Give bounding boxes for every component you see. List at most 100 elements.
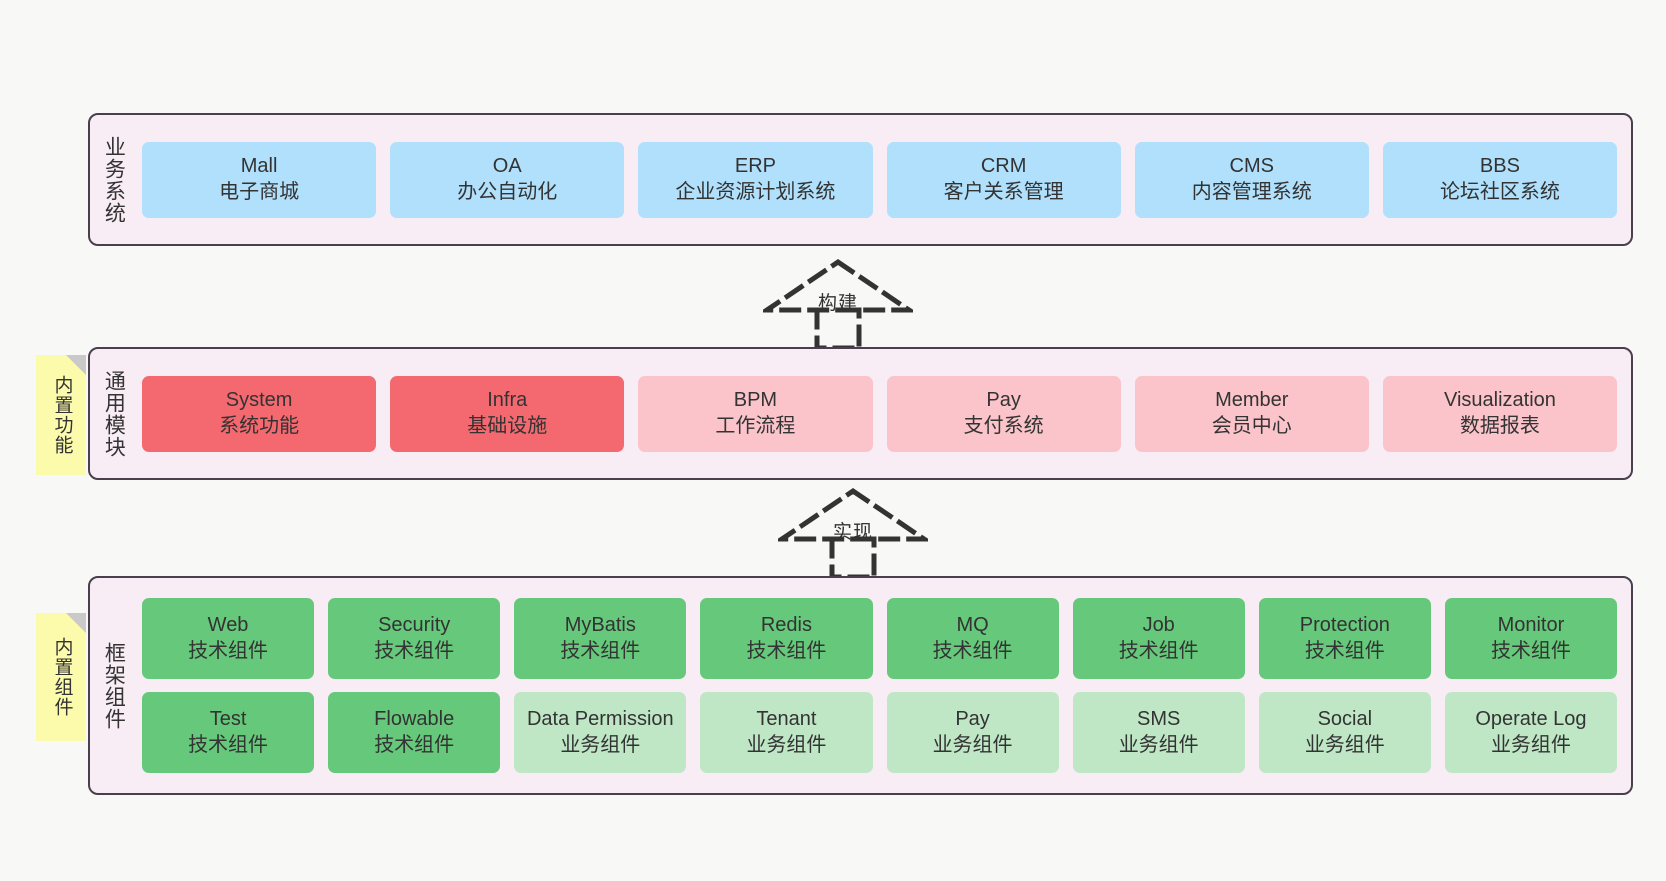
card-social[interactable]: Social 业务组件 xyxy=(1258,692,1431,773)
layer-common-modules: 通用模块 System 系统功能 Infra 基础设施 BPM 工作流程 Pay… xyxy=(88,347,1633,480)
card-member[interactable]: Member 会员中心 xyxy=(1134,375,1369,452)
card-oa[interactable]: OA 办公自动化 xyxy=(390,141,625,218)
card-pay-component[interactable]: Pay 业务组件 xyxy=(886,692,1059,773)
layer-body-business: Mall 电子商城 OA 办公自动化 ERP 企业资源计划系统 CRM 客户关系… xyxy=(136,115,1631,244)
card-title-en: Pay xyxy=(986,389,1021,412)
card-title-cn: 论坛社区系统 xyxy=(1439,180,1560,203)
card-monitor[interactable]: Monitor 技术组件 xyxy=(1444,598,1617,679)
card-title-en: Pay xyxy=(955,708,990,731)
card-security[interactable]: Security 技术组件 xyxy=(328,598,501,679)
card-title-en: Visualization xyxy=(1443,389,1556,412)
card-title-cn: 数据报表 xyxy=(1459,414,1540,437)
card-title-cn: 办公自动化 xyxy=(457,180,558,203)
card-pay-module[interactable]: Pay 支付系统 xyxy=(886,375,1121,452)
card-title-cn: 技术组件 xyxy=(1118,639,1199,662)
card-title-en: Flowable xyxy=(374,708,455,731)
card-mall[interactable]: Mall 电子商城 xyxy=(142,141,377,218)
card-title-cn: 技术组件 xyxy=(746,639,827,662)
card-title-cn: 业务组件 xyxy=(746,733,827,756)
layer-body-framework: Web 技术组件 Security 技术组件 MyBatis 技术组件 Redi… xyxy=(136,578,1631,793)
card-title-cn: 业务组件 xyxy=(1490,733,1571,756)
framework-row-technical: Web 技术组件 Security 技术组件 MyBatis 技术组件 Redi… xyxy=(142,598,1617,679)
card-title-cn: 业务组件 xyxy=(1118,733,1199,756)
card-mybatis[interactable]: MyBatis 技术组件 xyxy=(514,598,687,679)
card-title-en: BBS xyxy=(1479,155,1520,178)
card-title-cn: 技术组件 xyxy=(374,639,455,662)
card-tenant[interactable]: Tenant 业务组件 xyxy=(700,692,873,773)
layer-body-common: System 系统功能 Infra 基础设施 BPM 工作流程 Pay 支付系统… xyxy=(136,349,1631,478)
page-fold-icon xyxy=(66,613,86,633)
card-title-cn: 技术组件 xyxy=(1490,639,1571,662)
framework-row-business: Test 技术组件 Flowable 技术组件 Data Permission … xyxy=(142,692,1617,773)
card-title-cn: 业务组件 xyxy=(932,733,1013,756)
card-title-en: Data Permission xyxy=(526,708,674,731)
connector-label-build: 构建 xyxy=(817,293,858,314)
card-redis[interactable]: Redis 技术组件 xyxy=(700,598,873,679)
card-title-en: CMS xyxy=(1229,155,1274,178)
card-title-en: Member xyxy=(1215,389,1289,412)
card-infra[interactable]: Infra 基础设施 xyxy=(390,375,625,452)
sticky-note-label: 内置功能 xyxy=(51,375,73,455)
card-title-en: MyBatis xyxy=(564,614,636,637)
card-bpm[interactable]: BPM 工作流程 xyxy=(638,375,873,452)
layer-business-systems: 业务系统 Mall 电子商城 OA 办公自动化 ERP 企业资源计划系统 CRM… xyxy=(88,113,1633,246)
card-web[interactable]: Web 技术组件 xyxy=(142,598,315,679)
card-mq[interactable]: MQ 技术组件 xyxy=(886,598,1059,679)
card-operate-log[interactable]: Operate Log 业务组件 xyxy=(1444,692,1617,773)
card-title-en: Monitor xyxy=(1497,614,1565,637)
card-title-cn: 技术组件 xyxy=(188,639,269,662)
page-fold-icon xyxy=(66,355,86,375)
card-data-permission[interactable]: Data Permission 业务组件 xyxy=(514,692,687,773)
card-crm[interactable]: CRM 客户关系管理 xyxy=(886,141,1121,218)
card-job[interactable]: Job 技术组件 xyxy=(1072,598,1245,679)
card-title-cn: 基础设施 xyxy=(467,414,548,437)
card-title-en: ERP xyxy=(734,155,776,178)
card-system[interactable]: System 系统功能 xyxy=(142,375,377,452)
card-title-en: Job xyxy=(1142,614,1175,637)
card-erp[interactable]: ERP 企业资源计划系统 xyxy=(638,141,873,218)
layer-title-business: 业务系统 xyxy=(102,135,126,224)
card-title-cn: 业务组件 xyxy=(1304,733,1385,756)
card-title-en: Test xyxy=(209,708,247,731)
card-title-en: BPM xyxy=(733,389,778,412)
card-title-cn: 会员中心 xyxy=(1211,414,1292,437)
sticky-note-label: 内置组件 xyxy=(51,637,73,717)
card-title-en: Social xyxy=(1317,708,1373,731)
layer-title-framework: 框架组件 xyxy=(102,641,126,730)
layer-framework-components: 框架组件 Web 技术组件 Security 技术组件 MyBatis 技术组件… xyxy=(88,576,1633,795)
sticky-note-builtin-features: 内置功能 xyxy=(36,355,86,475)
card-title-cn: 技术组件 xyxy=(374,733,455,756)
card-cms[interactable]: CMS 内容管理系统 xyxy=(1134,141,1369,218)
card-title-en: Security xyxy=(378,614,451,637)
layer-title-common: 通用模块 xyxy=(102,369,126,458)
connector-build: 构建 xyxy=(763,258,913,350)
sticky-note-builtin-components: 内置组件 xyxy=(36,613,86,741)
card-title-en: Mall xyxy=(240,155,278,178)
card-title-cn: 业务组件 xyxy=(560,733,641,756)
card-title-cn: 系统功能 xyxy=(219,414,300,437)
card-title-cn: 客户关系管理 xyxy=(943,180,1064,203)
card-title-cn: 技术组件 xyxy=(560,639,641,662)
card-title-en: SMS xyxy=(1137,708,1181,731)
card-title-cn: 企业资源计划系统 xyxy=(675,180,836,203)
card-title-cn: 电子商城 xyxy=(219,180,300,203)
card-test[interactable]: Test 技术组件 xyxy=(142,692,315,773)
card-title-cn: 支付系统 xyxy=(963,414,1044,437)
card-title-en: System xyxy=(225,389,293,412)
card-title-en: MQ xyxy=(956,614,989,637)
card-title-en: Infra xyxy=(487,389,528,412)
card-title-en: OA xyxy=(492,155,522,178)
card-title-en: Operate Log xyxy=(1475,708,1587,731)
card-title-cn: 内容管理系统 xyxy=(1191,180,1312,203)
card-bbs[interactable]: BBS 论坛社区系统 xyxy=(1382,141,1618,218)
card-visualization[interactable]: Visualization 数据报表 xyxy=(1382,375,1618,452)
card-title-en: Web xyxy=(207,614,249,637)
card-flowable[interactable]: Flowable 技术组件 xyxy=(328,692,501,773)
card-title-en: CRM xyxy=(980,155,1027,178)
card-protection[interactable]: Protection 技术组件 xyxy=(1258,598,1431,679)
connector-implement: 实现 xyxy=(778,487,928,579)
card-title-cn: 工作流程 xyxy=(715,414,796,437)
card-sms[interactable]: SMS 业务组件 xyxy=(1072,692,1245,773)
card-title-en: Protection xyxy=(1299,614,1390,637)
